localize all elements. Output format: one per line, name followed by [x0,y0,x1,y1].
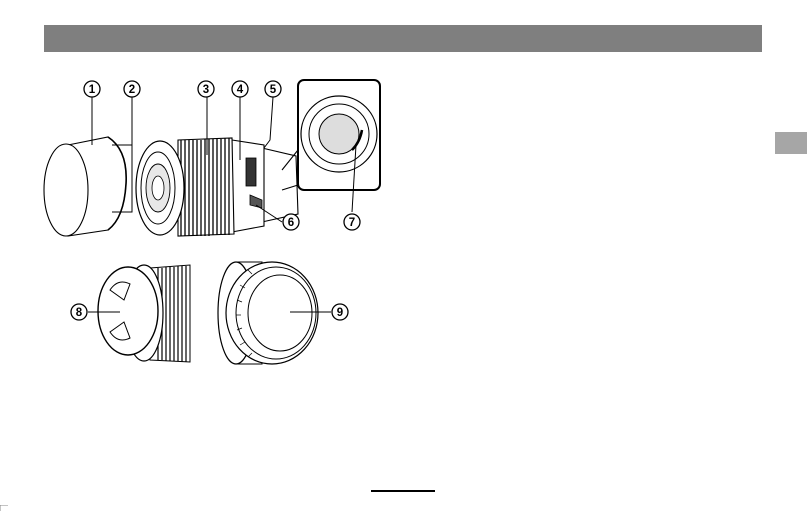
svg-text:1: 1 [89,84,96,96]
svg-text:9: 9 [337,307,343,319]
svg-text:6: 6 [288,217,294,229]
callout-3: 3 [198,81,214,97]
callout-9: 9 [332,304,348,320]
svg-text:4: 4 [237,84,244,96]
crop-mark-icon [0,505,8,511]
svg-text:2: 2 [129,84,135,96]
callout-4: 4 [232,81,248,97]
svg-text:5: 5 [270,84,277,96]
callout-6: 6 [283,214,299,230]
callout-8: 8 [71,304,87,320]
svg-text:8: 8 [76,307,83,319]
callout-1: 1 [84,81,100,97]
callout-2: 2 [124,81,140,97]
svg-text:3: 3 [203,84,209,96]
lens-hood-drawing [44,137,126,236]
lens-body-drawing [136,138,298,236]
page-number-underline [371,490,435,492]
rear-cap-drawing [218,262,318,364]
callout-5: 5 [265,81,281,97]
svg-text:7: 7 [349,217,355,229]
callout-7: 7 [344,214,360,230]
front-cap-drawing [98,265,190,362]
